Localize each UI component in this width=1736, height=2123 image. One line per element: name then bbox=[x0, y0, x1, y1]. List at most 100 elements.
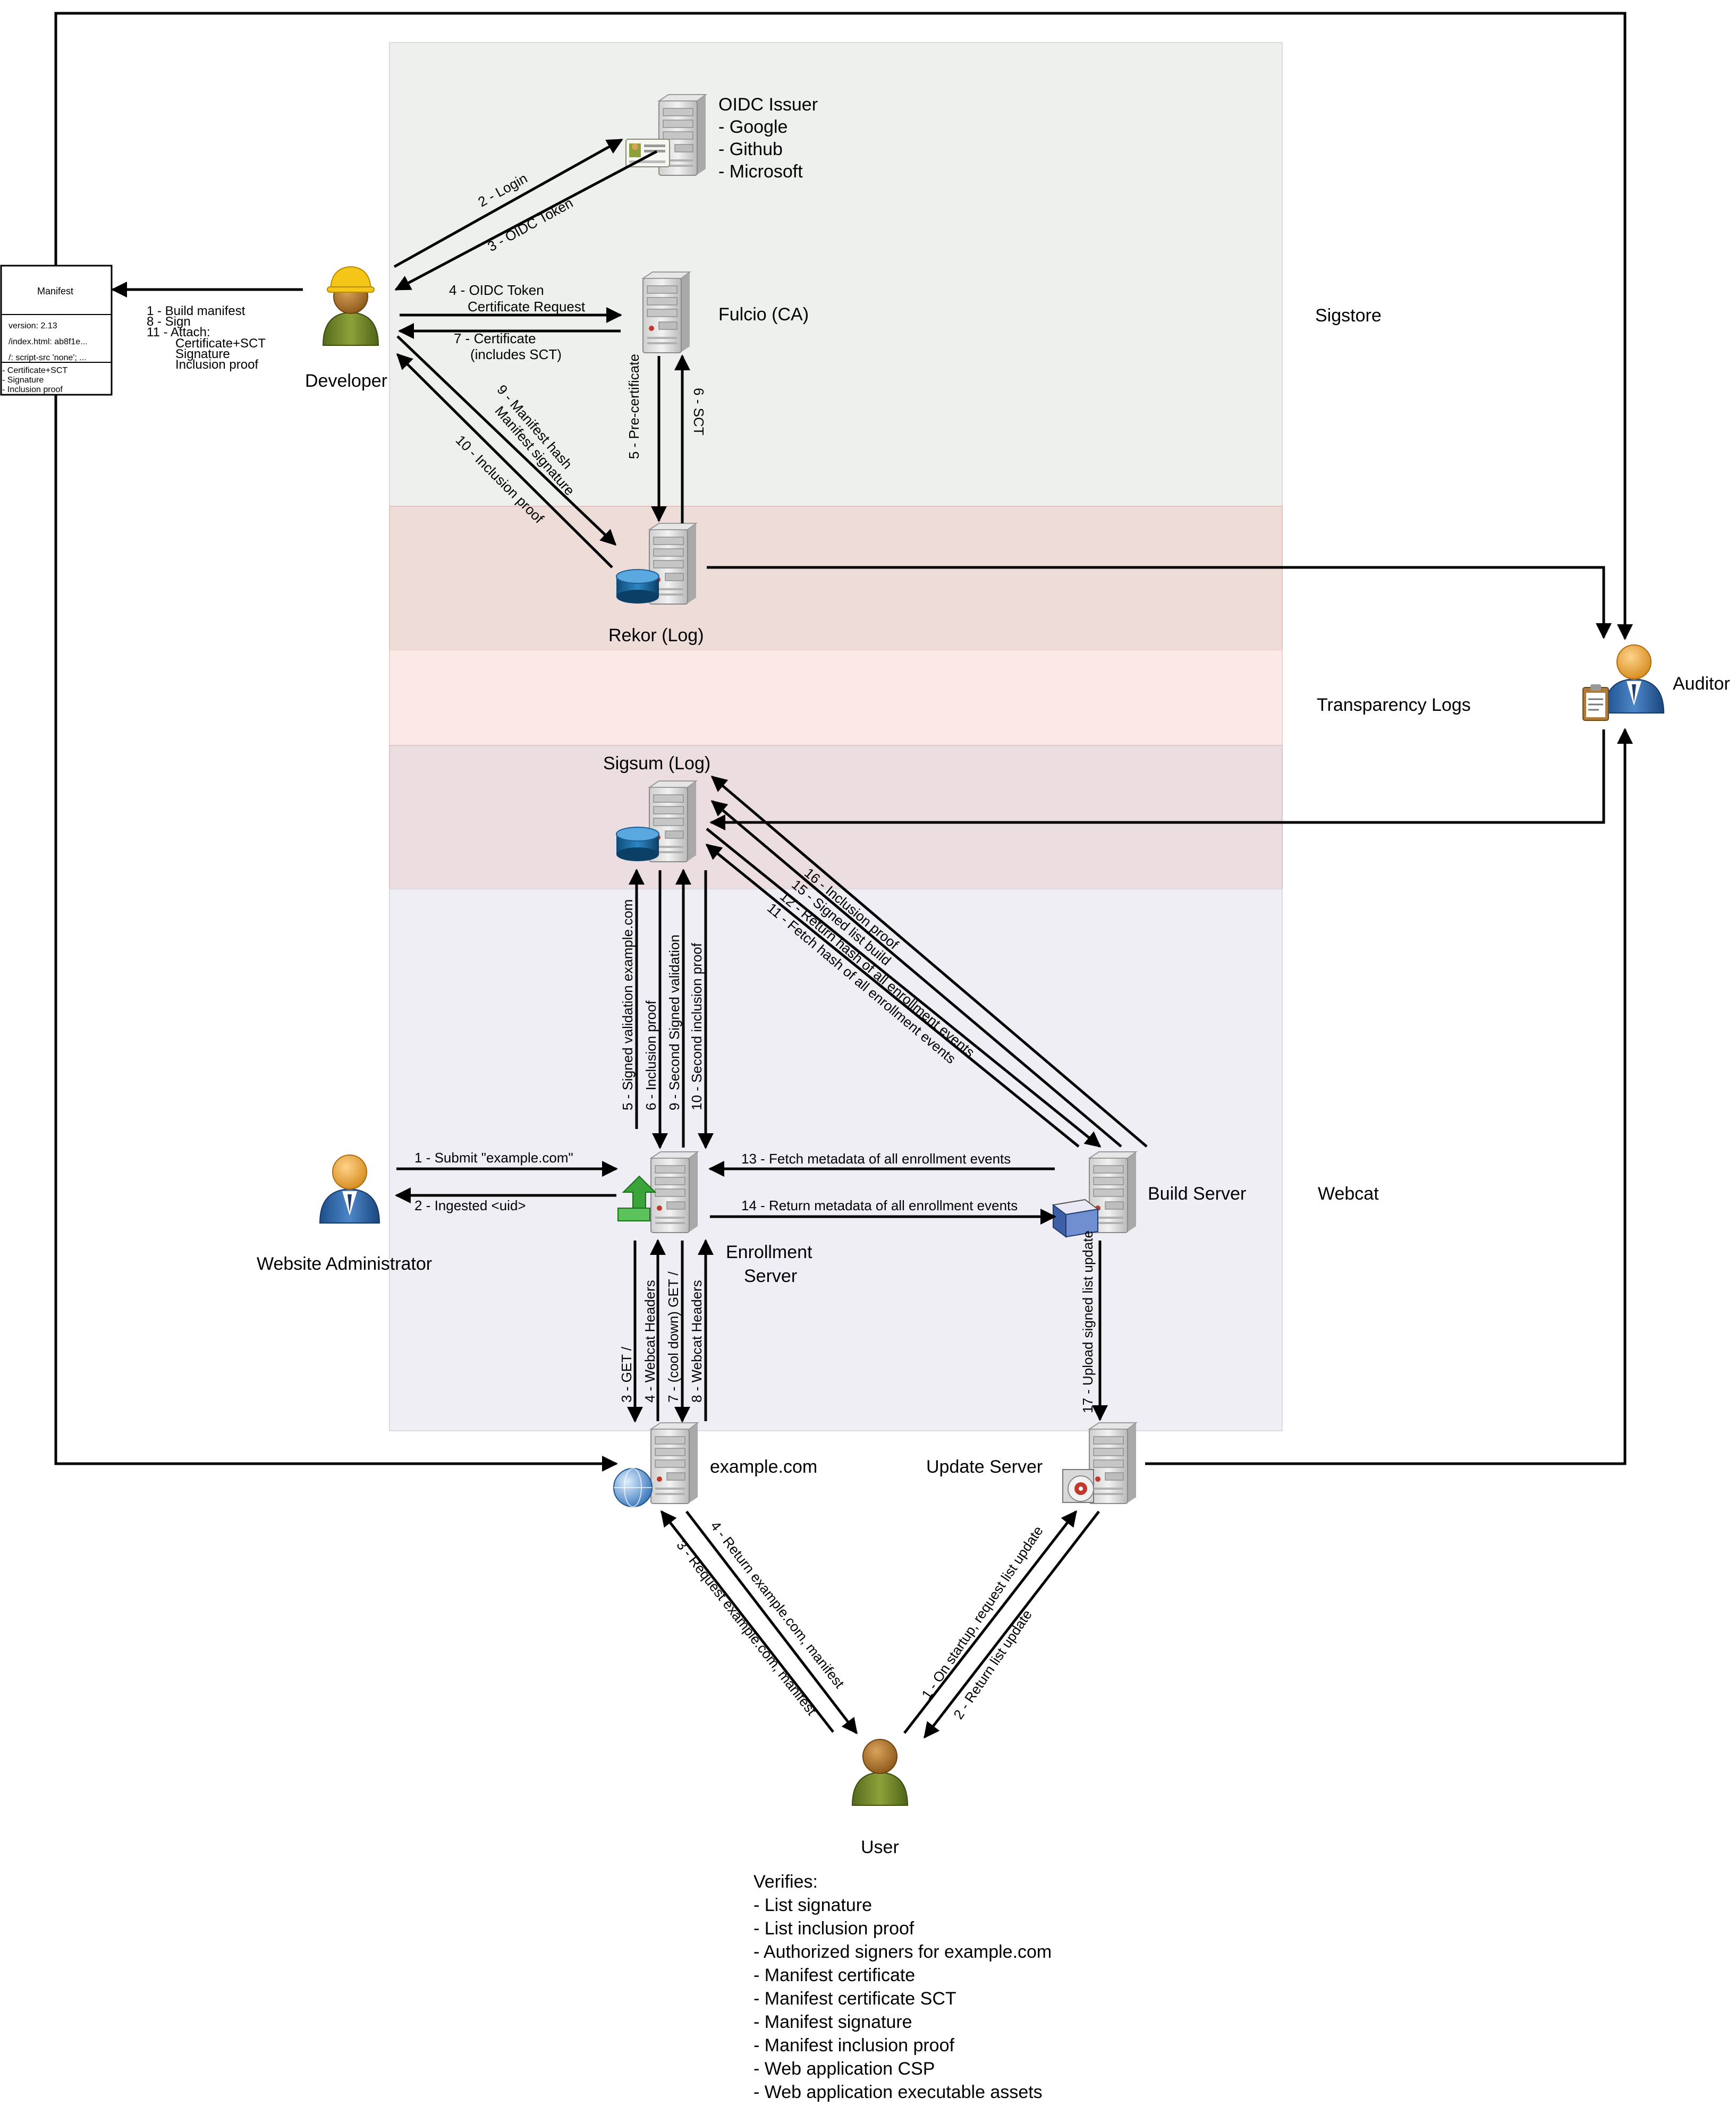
arrow-return-list bbox=[924, 1510, 1100, 1739]
manifest-title: Manifest bbox=[37, 286, 73, 296]
developer-label: Developer bbox=[305, 371, 387, 391]
person-icon bbox=[852, 1739, 908, 1806]
oidc-issuer-item-github: - Github bbox=[718, 139, 783, 159]
manifest-field: /: script-src 'none'; ... bbox=[9, 353, 87, 362]
recycle-icon bbox=[617, 1175, 657, 1221]
webcat-zone-label: Webcat bbox=[1318, 1184, 1379, 1204]
server-icon bbox=[650, 1422, 698, 1504]
sigsum-zone bbox=[389, 745, 1283, 889]
server-icon bbox=[1089, 1422, 1137, 1504]
manifest-attachment: - Inclusion proof bbox=[2, 385, 63, 394]
edge-label-token-csr-1: 4 - OIDC Token bbox=[449, 282, 544, 298]
rekor-label: Rekor (Log) bbox=[608, 625, 704, 646]
edge-label-upload-signed-list: 17 - Upload signed list update bbox=[1080, 1230, 1096, 1413]
build-server-label: Build Server bbox=[1148, 1184, 1246, 1204]
arrow-auditor-to-sigsum bbox=[709, 729, 1605, 830]
server-icon bbox=[642, 271, 690, 353]
website-admin-node bbox=[319, 1154, 380, 1224]
arrow-manifest-to-example bbox=[54, 395, 618, 1472]
developer-node bbox=[323, 266, 379, 346]
edge-label-return-list: 2 - Return list update bbox=[950, 1607, 1035, 1722]
developer-step: Signature bbox=[175, 347, 230, 361]
edge-label-inclusion-proof: 6 - Inclusion proof bbox=[643, 1000, 659, 1110]
edge-label-fetch-metadata: 13 - Fetch metadata of all enrollment ev… bbox=[741, 1151, 1011, 1167]
zones: Sigstore Transparency Logs Webcat bbox=[389, 42, 1471, 1431]
arrow-return-manifest bbox=[685, 1510, 858, 1735]
arrow-request-manifest bbox=[660, 1510, 834, 1733]
fulcio-node bbox=[642, 271, 690, 353]
manifest-box: Manifest version: 2.13 /index.html: ab8f… bbox=[0, 265, 113, 396]
sigsum-node bbox=[616, 780, 697, 862]
edge-label-certificate-2: (includes SCT) bbox=[470, 346, 562, 362]
edge-label-signed-validation: 5 - Signed validation example.com bbox=[620, 899, 636, 1110]
verifies-item: - Manifest inclusion proof bbox=[753, 2035, 955, 2056]
manifest-field: version: 2.13 bbox=[9, 321, 57, 330]
edge-label-cooldown-get: 7 - (cool down) GET / bbox=[665, 1271, 681, 1403]
verifies-item: - List inclusion proof bbox=[753, 1918, 914, 1939]
enrollment-node bbox=[617, 1151, 698, 1233]
developer-step: 1 - Build manifest bbox=[147, 304, 245, 318]
globe-icon bbox=[613, 1468, 653, 1507]
arrow-signed-list-build bbox=[710, 800, 1122, 1148]
server-icon bbox=[650, 1151, 698, 1233]
sigsum-label: Sigsum (Log) bbox=[603, 753, 710, 774]
build-server-node bbox=[1052, 1151, 1137, 1238]
developer-steps: 1 - Build manifest 8 - Sign 11 - Attach:… bbox=[147, 304, 266, 372]
id-card-icon bbox=[625, 139, 670, 167]
arrow-inclusion-proof-16 bbox=[710, 776, 1148, 1148]
edge-label-ingested: 2 - Ingested <uid> bbox=[414, 1198, 526, 1213]
arrow-return-hash bbox=[706, 828, 1102, 1148]
edge-label-submit: 1 - Submit "example.com" bbox=[414, 1150, 573, 1166]
sigstore-zone-label: Sigstore bbox=[1315, 305, 1382, 326]
sigstore-zone bbox=[389, 42, 1283, 507]
enrollment-label-line2: Server bbox=[744, 1266, 797, 1286]
arrow-login bbox=[393, 138, 623, 268]
user-verifies-list: Verifies: - List signature - List inclus… bbox=[753, 1872, 1052, 2102]
verifies-title: Verifies: bbox=[753, 1872, 818, 1892]
verifies-item: - Manifest signature bbox=[753, 2012, 912, 2032]
developer-step: 8 - Sign bbox=[147, 315, 191, 329]
edge-label-token-csr-2: Certificate Request bbox=[468, 299, 586, 315]
transparency-zone bbox=[389, 649, 1283, 746]
manifest-attachment: - Certificate+SCT bbox=[2, 366, 67, 375]
edge-label-certificate-1: 7 - Certificate bbox=[454, 330, 536, 346]
manifest-field: /index.html: ab8f1e... bbox=[9, 337, 88, 346]
edge-label-webcat-headers-4: 4 - Webcat Headers bbox=[642, 1280, 658, 1403]
verifies-item: - Web application CSP bbox=[753, 2059, 935, 2079]
disc-icon bbox=[1062, 1469, 1094, 1503]
example-com-label: example.com bbox=[710, 1457, 817, 1477]
rekor-node bbox=[616, 523, 697, 605]
verifies-item: - Authorized signers for example.com bbox=[753, 1942, 1052, 1962]
enrollment-label-line1: Enrollment bbox=[726, 1242, 812, 1262]
user-node bbox=[852, 1739, 908, 1806]
person-icon bbox=[319, 1154, 380, 1224]
database-icon bbox=[616, 827, 659, 861]
connectors bbox=[54, 12, 1633, 1739]
auditor-node bbox=[1582, 644, 1664, 721]
oidc-issuer-item-microsoft: - Microsoft bbox=[718, 162, 803, 182]
edge-label-precert: 5 - Pre-certificate bbox=[626, 354, 642, 459]
transparency-zone-label: Transparency Logs bbox=[1317, 695, 1471, 715]
fulcio-label: Fulcio (CA) bbox=[718, 304, 809, 325]
auditor-label: Auditor bbox=[1673, 674, 1730, 694]
edge-label-sct: 6 - SCT bbox=[691, 388, 707, 436]
edge-label-return-metadata: 14 - Return metadata of all enrollment e… bbox=[741, 1198, 1018, 1213]
user-label: User bbox=[861, 1837, 899, 1857]
arrow-rekor-to-auditor bbox=[707, 566, 1612, 639]
edge-label-get-root: 3 - GET / bbox=[619, 1346, 634, 1403]
book-icon bbox=[1052, 1199, 1099, 1238]
oidc-issuer-item-google: - Google bbox=[718, 117, 787, 137]
manifest-attachment: - Signature bbox=[2, 376, 44, 385]
database-icon bbox=[616, 569, 659, 604]
verifies-item: - Manifest certificate SCT bbox=[753, 1989, 956, 2009]
developer-step: 11 - Attach: bbox=[147, 325, 210, 339]
clipboard-icon bbox=[1582, 684, 1609, 721]
verifies-item: - Web application executable assets bbox=[753, 2082, 1043, 2102]
arrow-startup-request bbox=[903, 1510, 1077, 1734]
oidc-issuer-node bbox=[625, 94, 706, 176]
hardhat-icon bbox=[327, 266, 375, 293]
edge-label-second-signed-validation: 9 - Second Signed validation bbox=[666, 935, 682, 1110]
update-server-label: Update Server bbox=[926, 1457, 1043, 1477]
example-com-node bbox=[613, 1422, 698, 1507]
